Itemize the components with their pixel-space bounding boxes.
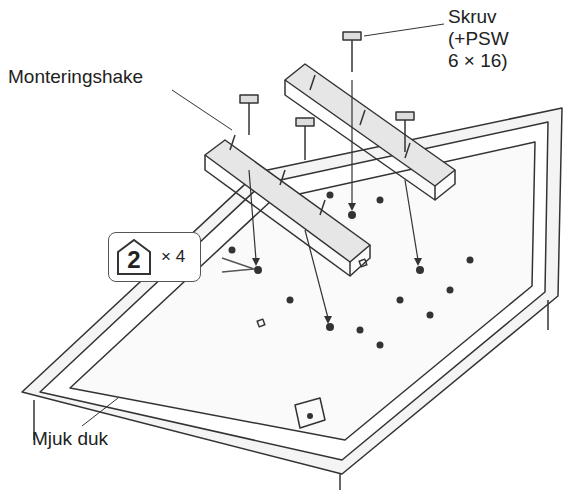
screw-label: Skruv (+PSW 6 × 16) xyxy=(448,6,518,72)
cloth-label: Mjuk duk xyxy=(32,428,108,450)
callout-box: 2 × 4 xyxy=(108,232,201,282)
step-number-text: 2 xyxy=(127,246,140,273)
quantity: × 4 xyxy=(161,247,185,267)
step-number: 2 xyxy=(115,237,153,277)
bracket-label: Monteringshake xyxy=(8,66,143,88)
